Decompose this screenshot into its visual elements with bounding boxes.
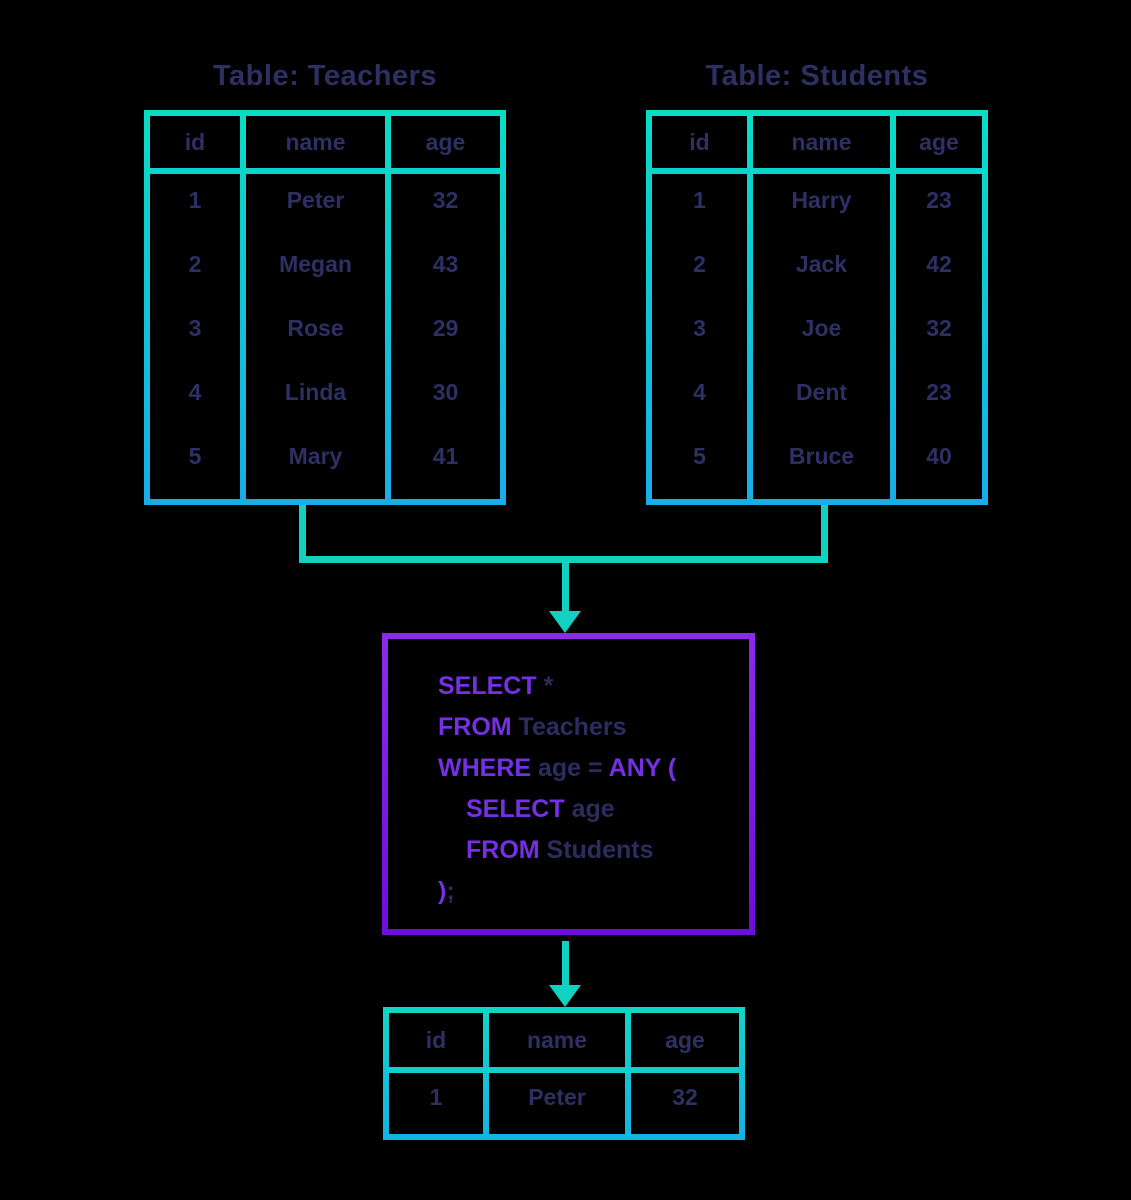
table-cell: 2: [693, 250, 706, 277]
header-separator: [150, 168, 500, 174]
column-header: id: [184, 128, 206, 155]
students-header-row: id name age: [652, 116, 982, 168]
sql-text: Teachers: [511, 713, 627, 741]
column-header: name: [285, 128, 346, 155]
sql-keyword: WHERE: [438, 754, 532, 782]
table-cell: 40: [926, 442, 952, 469]
table-cell: 32: [672, 1084, 698, 1110]
result-table: id name age 1 Peter 32: [383, 1007, 745, 1140]
sql-keyword: FROM: [438, 713, 512, 741]
table-cell: 30: [432, 378, 459, 405]
sql-query-box: SELECT * FROM Teachers WHERE age = ANY (…: [382, 633, 755, 935]
sql-keyword: ANY (: [608, 754, 677, 782]
column-header: name: [791, 128, 852, 155]
sql-line: FROM Teachers: [438, 707, 749, 748]
sql-keyword: SELECT: [466, 795, 565, 823]
table-cell: 42: [926, 250, 952, 277]
table-cell: Dent: [795, 378, 848, 405]
table-cell: Jack: [795, 250, 848, 277]
table-cell: 4: [188, 378, 202, 405]
column-separator: [890, 116, 896, 499]
header-separator: [652, 168, 982, 174]
result-table-body: 1 Peter 32: [389, 1067, 739, 1128]
column-header: id: [689, 128, 710, 155]
connector-line-to-query: [562, 556, 569, 612]
table-cell: 5: [188, 442, 202, 469]
table-cell: 41: [432, 442, 459, 469]
table-cell: 5: [693, 442, 706, 469]
students-table-body: 1 Harry 23 2 Jack 42 3 Joe 32 4 Dent 23 …: [652, 168, 982, 488]
table-cell: Peter: [528, 1084, 586, 1110]
table-cell: 4: [693, 378, 706, 405]
table-cell: 23: [926, 186, 952, 213]
column-separator: [240, 116, 246, 499]
table-cell: Joe: [801, 314, 842, 341]
connector-line-students: [821, 505, 828, 563]
table-cell: Harry: [791, 186, 852, 213]
column-separator: [483, 1013, 489, 1134]
header-separator: [389, 1067, 739, 1073]
table-cell: Megan: [279, 250, 352, 277]
column-header: age: [665, 1026, 705, 1053]
table-cell: Peter: [286, 186, 345, 213]
table-cell: Linda: [284, 378, 347, 405]
sql-text: *: [536, 672, 554, 700]
teachers-table: id name age 1 Peter 32 2 Megan 43 3 Rose…: [144, 110, 506, 505]
table-cell: 43: [432, 250, 459, 277]
table-cell: 32: [432, 186, 459, 213]
sql-keyword: ): [438, 877, 447, 905]
table-cell: Rose: [287, 314, 344, 341]
table-cell: 3: [188, 314, 202, 341]
column-header: id: [425, 1026, 447, 1053]
table-cell: 32: [926, 314, 952, 341]
teachers-header-row: id name age: [150, 116, 500, 168]
result-header-row: id name age: [389, 1013, 739, 1067]
sql-line: SELECT *: [438, 666, 749, 707]
students-table-title: Table: Students: [705, 60, 929, 92]
table-cell: Bruce: [788, 442, 855, 469]
sql-text: age: [564, 795, 615, 823]
column-header: name: [526, 1026, 588, 1053]
column-separator: [625, 1013, 631, 1134]
sql-line: WHERE age = ANY (: [438, 748, 749, 789]
table-cell: 1: [693, 186, 706, 213]
table-cell: 29: [432, 314, 459, 341]
table-cell: 1: [188, 186, 202, 213]
column-separator: [747, 116, 753, 499]
sql-keyword: FROM: [466, 836, 540, 864]
column-header: age: [425, 128, 466, 155]
column-separator: [385, 116, 391, 499]
sql-line: );: [438, 871, 749, 912]
table-cell: Mary: [288, 442, 343, 469]
students-table: id name age 1 Harry 23 2 Jack 42 3 Joe 3…: [646, 110, 988, 505]
table-cell: 3: [693, 314, 706, 341]
teachers-table-body: 1 Peter 32 2 Megan 43 3 Rose 29 4 Linda …: [150, 168, 500, 488]
sql-text: ;: [446, 877, 455, 905]
sql-text: age =: [531, 754, 609, 782]
table-cell: 23: [926, 378, 952, 405]
teachers-table-title: Table: Teachers: [212, 60, 437, 92]
arrow-down-icon: [549, 611, 581, 633]
sql-line: SELECT age: [438, 789, 749, 830]
connector-line-to-result: [562, 941, 569, 986]
sql-keyword: SELECT: [438, 672, 537, 700]
arrow-down-icon: [549, 985, 581, 1007]
table-cell: 1: [429, 1084, 443, 1110]
sql-line: FROM Students: [438, 830, 749, 871]
connector-line-teachers: [299, 505, 306, 563]
sql-text: Students: [539, 836, 654, 864]
column-header: age: [919, 128, 959, 155]
table-cell: 2: [188, 250, 202, 277]
